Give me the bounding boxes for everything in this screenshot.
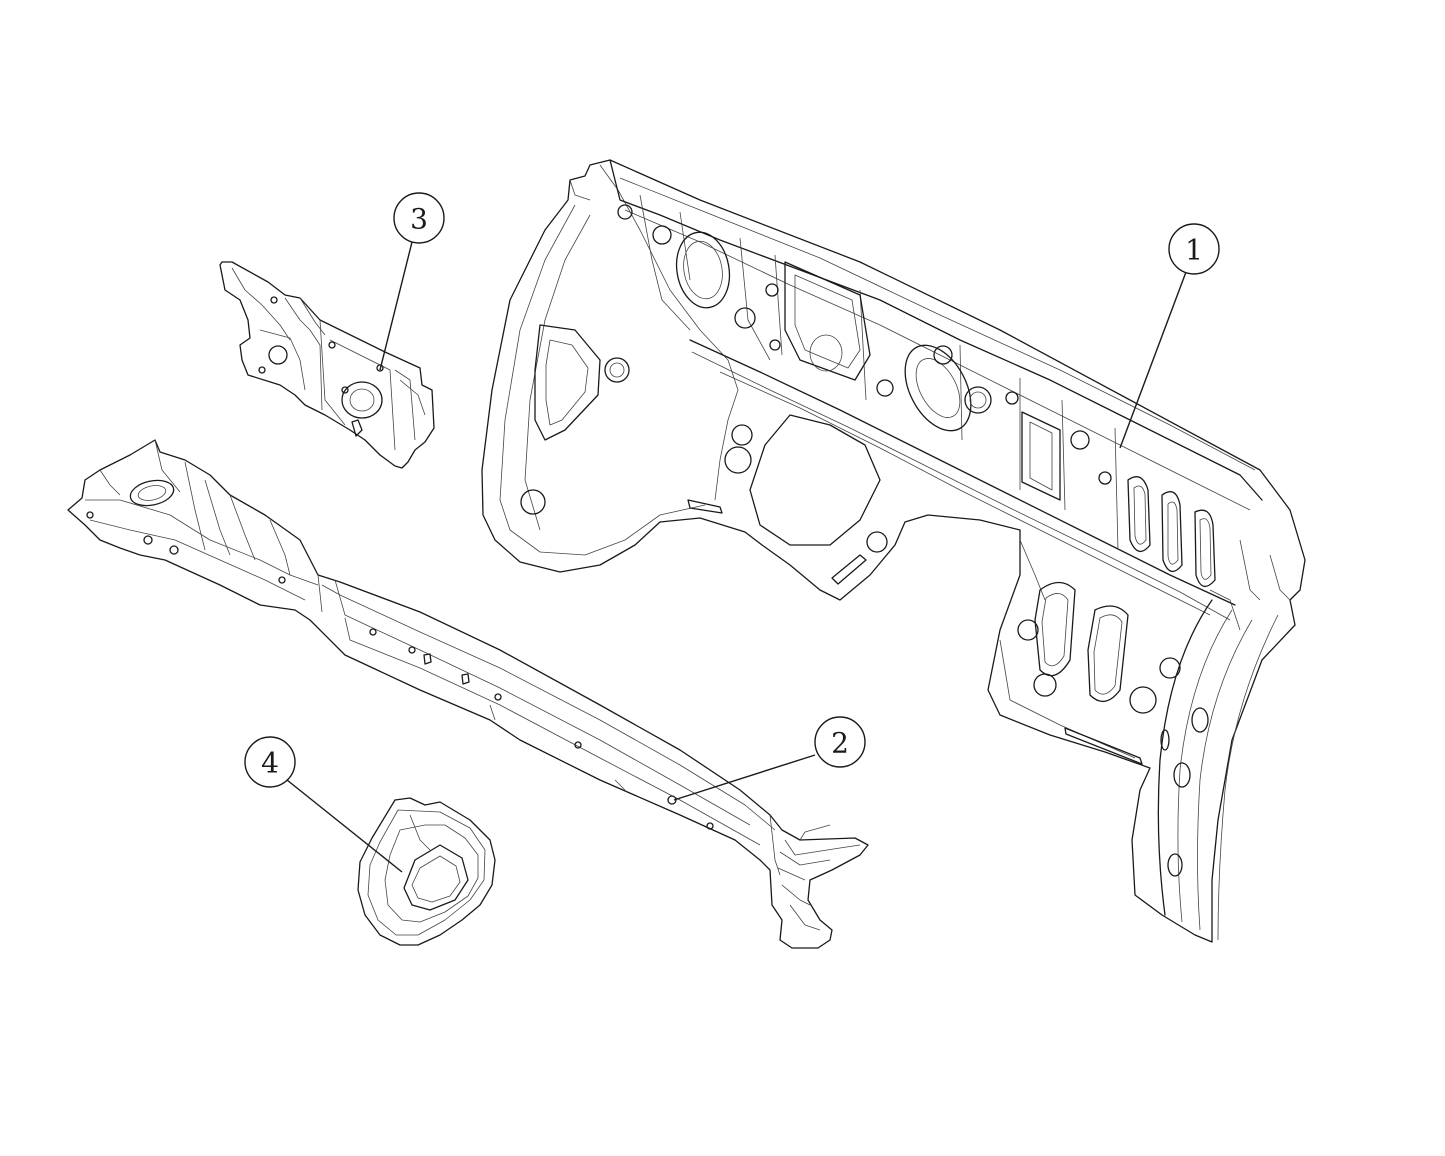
callout-2: 2 [814, 716, 866, 768]
callout-3: 3 [393, 192, 445, 244]
part-4-cover [357, 797, 496, 946]
leader-line-2 [673, 754, 816, 801]
part-2-cross-member [67, 439, 869, 949]
callout-2-label: 2 [831, 727, 849, 760]
callout-4: 4 [244, 736, 296, 788]
callout-1: 1 [1168, 223, 1220, 275]
callout-1-label: 1 [1185, 234, 1203, 267]
part-1-dash-panel [481, 159, 1306, 943]
leader-line-1 [1119, 271, 1187, 449]
leader-line-3 [379, 241, 413, 371]
part-3-bracket [219, 261, 435, 469]
callout-4-label: 4 [261, 747, 279, 780]
leader-line-4 [286, 779, 403, 873]
callout-3-label: 3 [410, 203, 428, 236]
